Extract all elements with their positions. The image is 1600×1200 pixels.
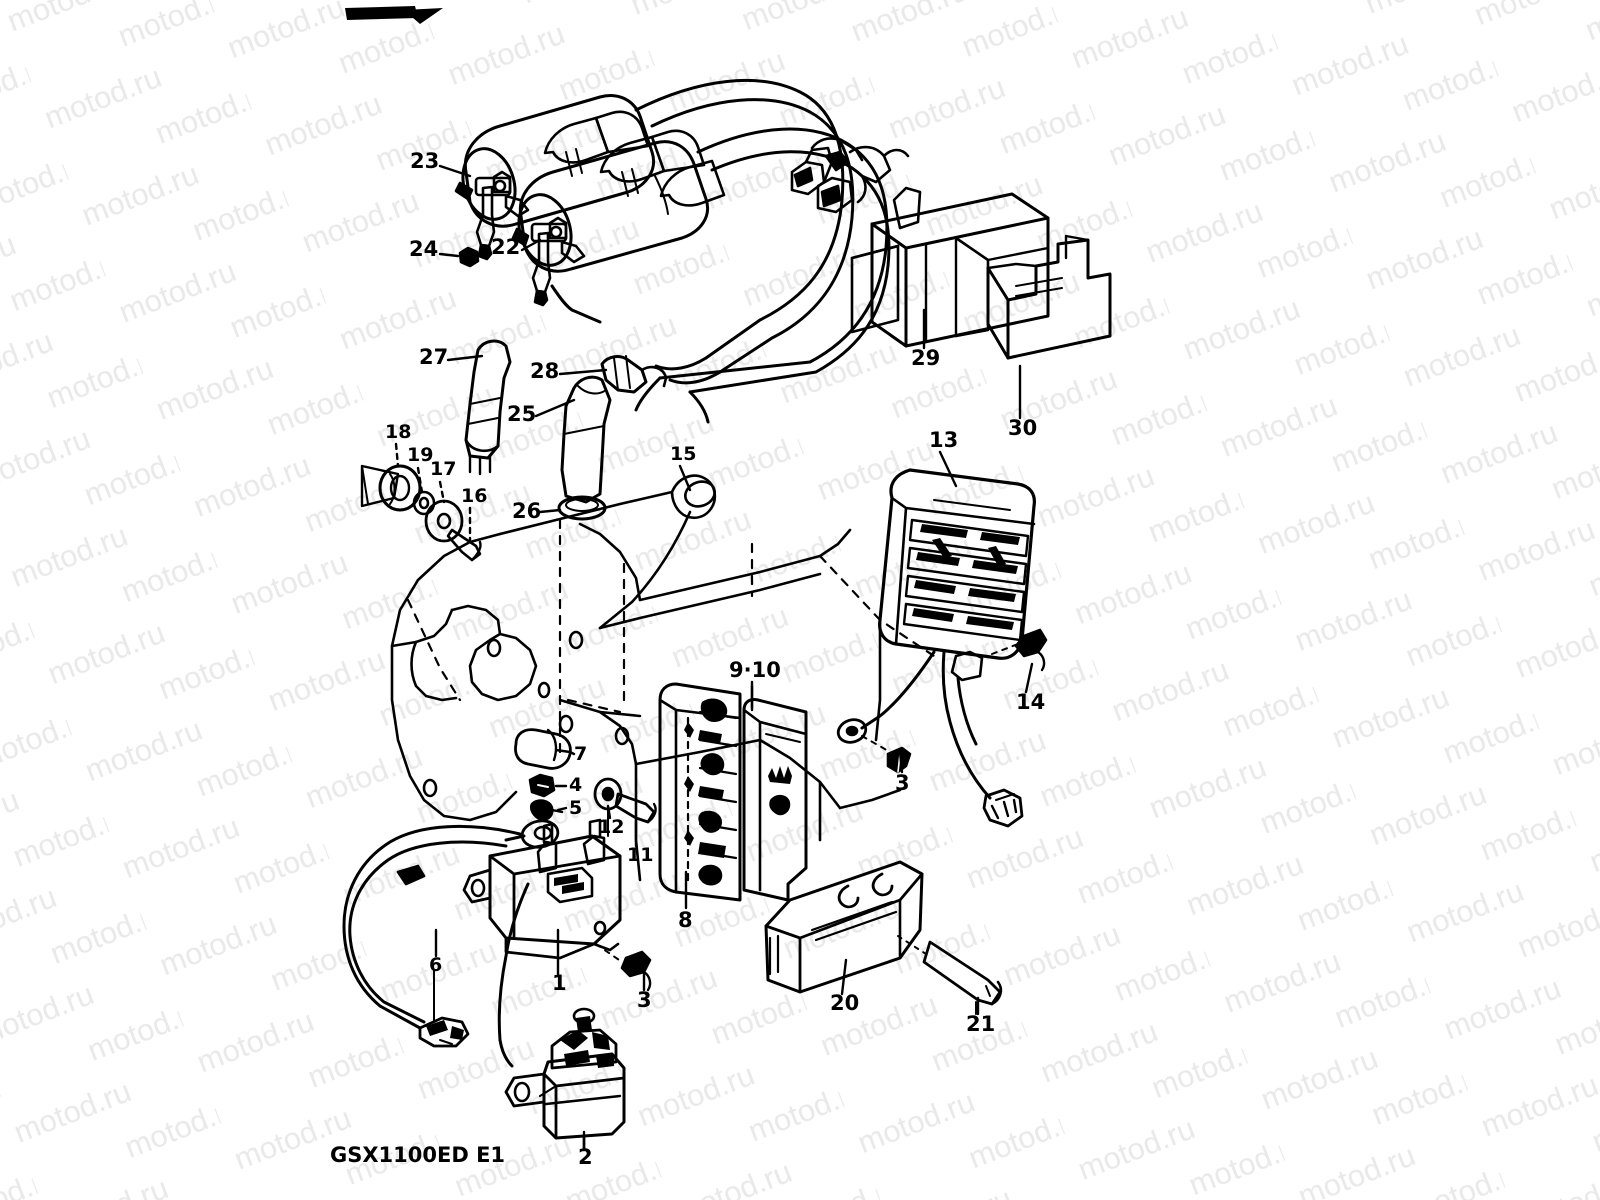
- callout-18: 18: [385, 421, 412, 443]
- callout-23: 23: [410, 149, 440, 173]
- callout-4: 4: [569, 774, 583, 796]
- callout-21: 21: [966, 1012, 996, 1036]
- callout-1: 1: [552, 971, 567, 995]
- callout-27: 27: [419, 345, 449, 369]
- callout-15: 15: [670, 443, 697, 465]
- callout-2: 2: [578, 1145, 593, 1169]
- callout-5: 5: [569, 797, 583, 819]
- callout-8: 8: [678, 908, 693, 932]
- callout-24: 24: [409, 237, 439, 261]
- callout-3-relay: 3: [637, 988, 652, 1012]
- callout-29: 29: [911, 346, 941, 370]
- callout-9-10: 9·10: [729, 658, 781, 682]
- callout-7: 7: [574, 743, 588, 765]
- diagram-caption: GSX1100ED E1: [330, 1143, 506, 1167]
- callout-13: 13: [929, 428, 959, 452]
- callout-12: 12: [598, 816, 625, 838]
- callout-25: 25: [507, 402, 537, 426]
- callout-16: 16: [461, 485, 488, 507]
- callout-28: 28: [530, 359, 560, 383]
- callout-30: 30: [1008, 416, 1038, 440]
- callout-22: 22: [491, 235, 521, 259]
- callout-17: 17: [430, 458, 457, 480]
- callout-26: 26: [512, 499, 542, 523]
- callout-20: 20: [830, 991, 860, 1015]
- callout-3-regulator: 3: [895, 771, 910, 795]
- callout-11: 11: [627, 844, 654, 866]
- callout-6: 6: [429, 954, 443, 976]
- callout-14: 14: [1016, 690, 1046, 714]
